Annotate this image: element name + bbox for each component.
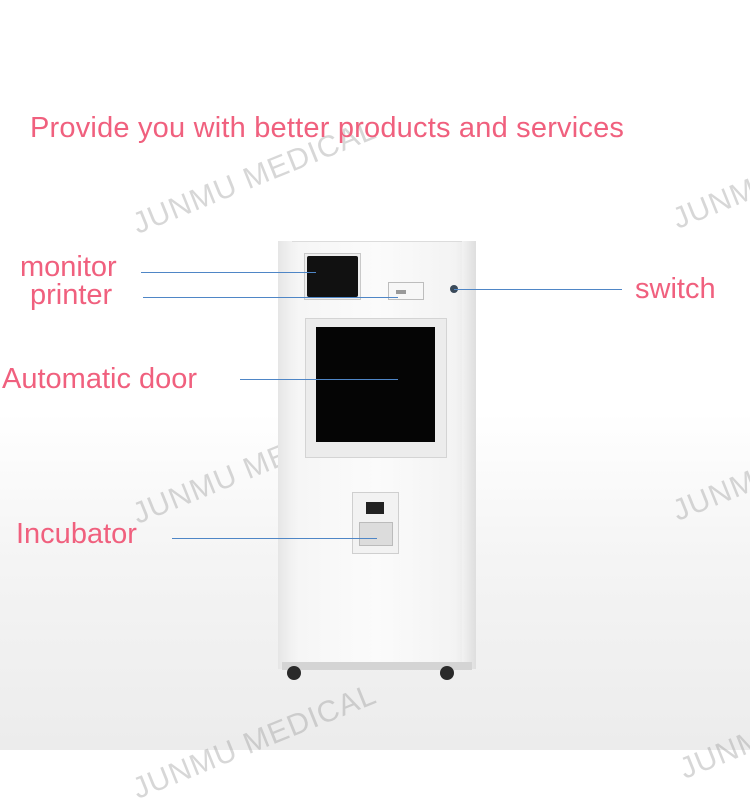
monitor-screen — [307, 256, 358, 297]
leader-line-printer — [143, 297, 398, 298]
wheel-right — [440, 666, 454, 680]
label-monitor: monitor — [20, 251, 117, 283]
label-automatic-door: Automatic door — [2, 363, 198, 395]
printer-unit — [388, 282, 424, 300]
leader-line-incubator — [172, 538, 377, 539]
cabinet-base — [282, 662, 472, 670]
label-incubator: Incubator — [16, 518, 137, 550]
leader-line-door — [240, 379, 398, 380]
leader-line-switch — [454, 289, 622, 290]
incubator-bay — [359, 522, 393, 546]
cabinet-side-left — [278, 241, 292, 669]
cabinet-side-right — [462, 241, 476, 669]
incubator-slot — [366, 502, 384, 514]
leader-line-monitor — [141, 272, 316, 273]
printer-slot — [396, 290, 406, 294]
automatic-door-window — [316, 327, 435, 442]
label-printer: printer — [30, 279, 113, 311]
headline: Provide you with better products and ser… — [30, 112, 625, 144]
wheel-left — [287, 666, 301, 680]
label-switch: switch — [635, 273, 716, 305]
